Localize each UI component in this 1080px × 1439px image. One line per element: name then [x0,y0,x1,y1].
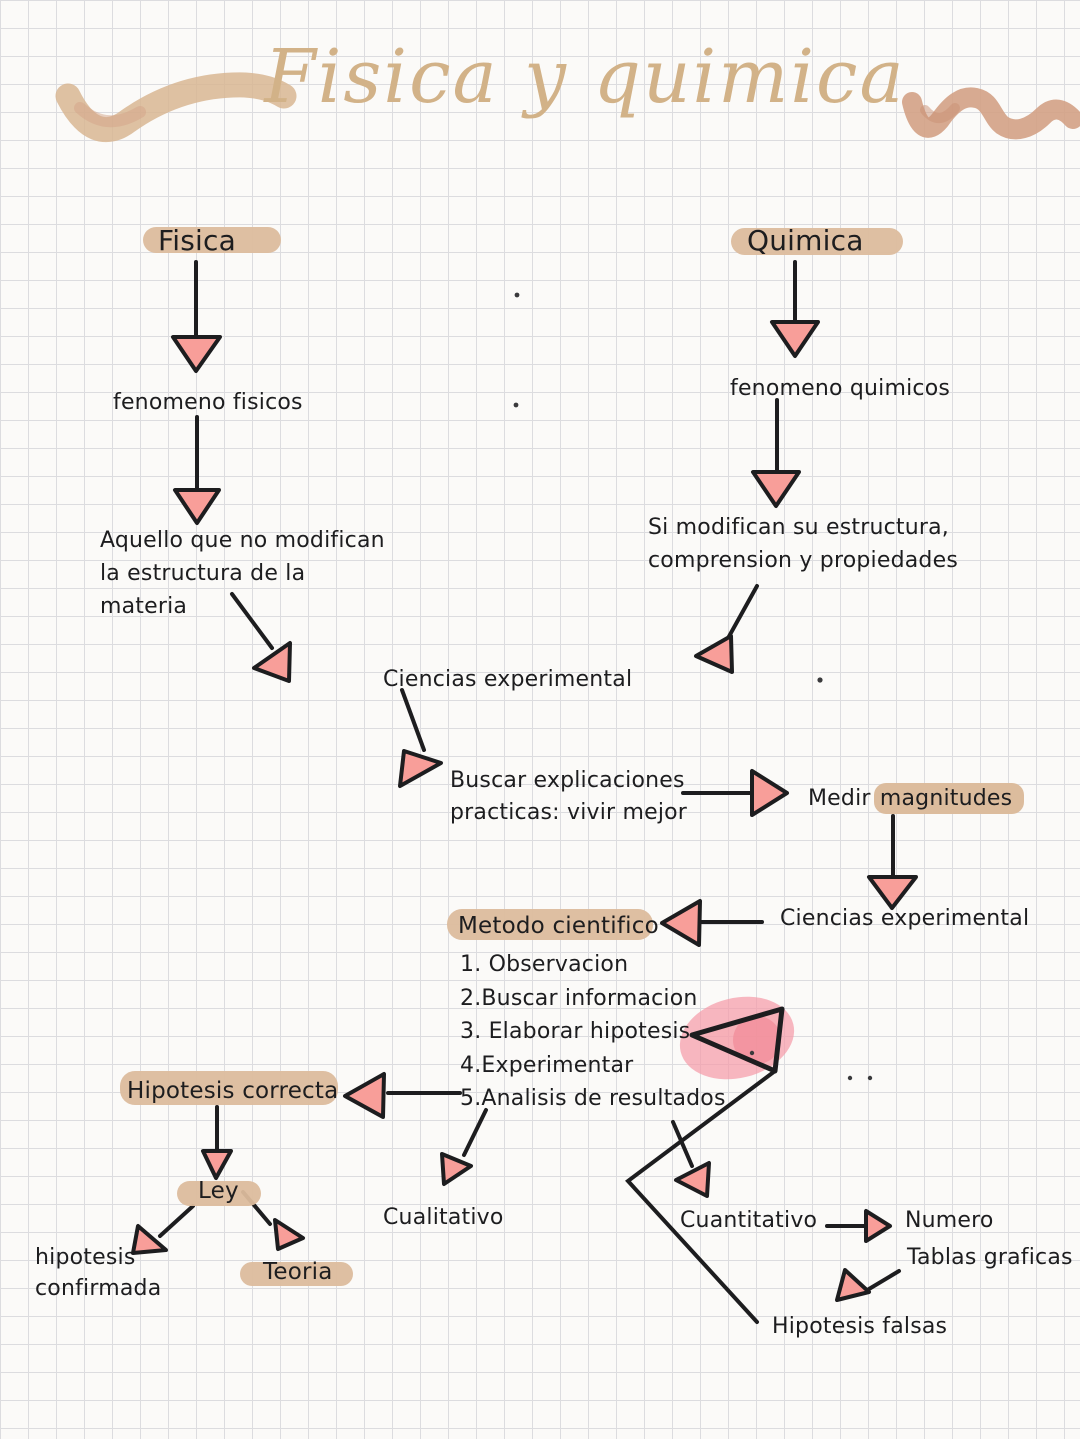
highlighted-triangle-elaborar-hipotesis [679,996,795,1080]
highlight-teoria [240,1262,353,1286]
highlight-quimica [731,228,903,255]
brush-stroke-left-icon [55,72,297,143]
node-ciencias-experimental-2: Ciencias experimental [780,906,1030,931]
page-title: Fisica y quimica [264,34,906,120]
arrow-hipotesis-correcta-to-ley [201,1105,233,1180]
highlight-ley [177,1181,261,1206]
node-hipotesis-confirmada: hipotesis confirmada [35,1245,162,1301]
stray-dots [513,292,873,1081]
node-fenomeno-fisicos: fenomeno fisicos [113,390,303,415]
node-numero: Numero [905,1208,994,1233]
node-fenomeno-quimicos: fenomeno quimicos [730,376,951,401]
metodo-step: 1. Observacion [460,952,629,977]
arrow-tablas-graficas-out [835,1268,901,1302]
arrow-buscar-to-medir [681,769,789,817]
node-medir-magnitudes: Medir magnitudes [808,782,1025,815]
node-ciencias-experimental-1: Ciencias experimental [383,667,633,692]
arrow-analisis-to-cualitativo [440,1108,488,1186]
node-cuantitativo: Cuantitativo [680,1208,818,1233]
highlight-metodo-cientifico [447,909,653,940]
metodo-step: 4.Experimentar [460,1052,634,1078]
arrow-ciencias1-to-buscar [398,688,443,788]
metodo-step: 2.Buscar informacion [460,985,698,1011]
node-hipotesis-falsas: Hipotesis falsas [772,1314,948,1339]
arrow-si-modifican-out [694,584,759,674]
highlight-magnitudes: magnitudes [873,783,1025,814]
highlight-hipotesis-correcta [120,1071,338,1105]
node-aquello: Aquello que no modifican la estructura d… [100,528,385,619]
line-triangle-to-hipotesis-falsas [625,1069,777,1324]
arrow-medir-to-ciencias2 [867,814,918,910]
brush-stroke-right-icon [902,87,1080,140]
node-teoria: Teoria [263,1259,333,1285]
node-hipotesis-correcta: Hipotesis correcta [127,1078,339,1104]
node-cualitativo: Cualitativo [383,1205,504,1230]
arrow-ciencias2-to-metodo [660,899,764,947]
arrow-resultados-to-cuantitativo [671,1120,711,1198]
metodo-step: 5.Analisis de resultados [460,1086,726,1111]
metodo-steps-list: 1. Observacion 2.Buscar informacion 3. E… [460,948,726,1116]
arrow-fenomeno-fisicos-to-aquello [173,415,221,525]
node-quimica: Quimica [747,224,864,257]
arrow-ley-to-hipotesis-confirmada [131,1204,195,1255]
metodo-step: 3. Elaborar hipotesis [460,1019,691,1044]
arrow-fisica-to-fenomeno-fisicos [171,260,222,373]
arrow-list-to-hipotesis-correcta [343,1072,462,1119]
node-buscar-explicaciones: Buscar explicaciones practicas: vivir me… [450,768,688,825]
arrow-quimica-to-fenomeno-quimicos [770,260,820,358]
highlight-fisica [143,227,281,253]
node-si-modifican: Si modifican su estructura, comprension … [648,515,958,573]
arrow-cuantitativo-to-numero [825,1209,892,1243]
arrow-fenomeno-quimicos-to-si-modifican [751,398,801,508]
node-fisica: Fisica [158,224,236,257]
node-metodo-cientifico: Metodo cientifico [458,913,659,939]
node-ley: Ley [198,1178,239,1204]
node-tablas-graficas: Tablas graficas [907,1245,1073,1270]
arrow-aquello-out [230,592,292,683]
